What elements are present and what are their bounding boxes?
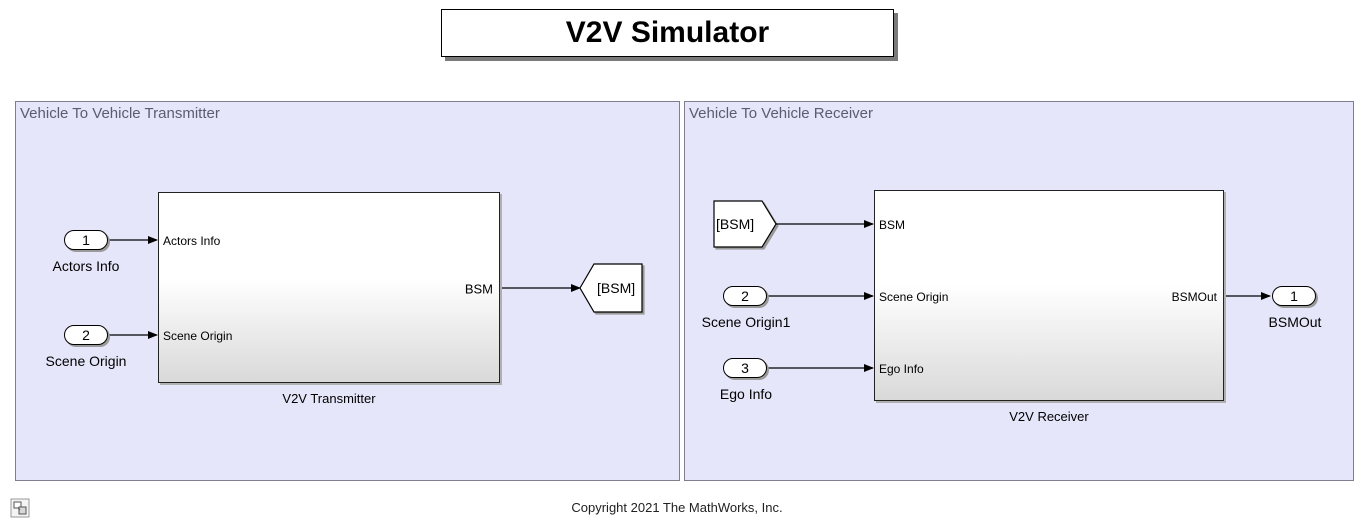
inport-label: Scene Origin1 [701,314,791,330]
outport-number: 1 [1290,288,1298,304]
v2v-receiver-block[interactable]: BSM Scene Origin Ego Info BSMOut [874,190,1224,401]
inport-label: Actors Info [52,258,120,274]
v2v-transmitter-name: V2V Transmitter [282,391,376,406]
inport-number: 1 [82,232,90,248]
inport-number: 3 [741,360,749,376]
copyright-text: Copyright 2021 The MathWorks, Inc. [571,500,783,515]
goto-tag-bsm [579,263,643,313]
inport-actors-info[interactable]: 1 [64,230,108,250]
inport-scene-origin1[interactable]: 2 [723,286,767,306]
port-bsm: BSM [464,281,493,297]
model-info-icon[interactable] [10,498,30,518]
port-ego-info: Ego Info [879,362,924,376]
port-scene-origin: Scene Origin [163,329,233,343]
inport-ego-info[interactable]: 3 [723,358,767,378]
model-title: V2V Simulator [441,9,894,57]
port-scene-origin: Scene Origin [879,290,949,304]
inport-number: 2 [741,288,749,304]
outport-bsmout[interactable]: 1 [1272,286,1316,306]
port-bsm: BSM [879,218,906,232]
inport-label: Scene Origin [45,353,127,369]
v2v-receiver-name: V2V Receiver [1009,409,1089,424]
outport-label: BSMOut [1268,314,1322,330]
from-tag-bsm [713,200,777,248]
inport-label: Ego Info [719,386,773,402]
port-bsmout: BSMOut [1171,290,1217,304]
v2v-transmitter-block[interactable]: Actors Info Scene Origin BSM [158,192,500,383]
port-actors-info: Actors Info [163,234,221,248]
goto-tag-label: [BSM] [597,280,636,296]
inport-number: 2 [82,327,90,343]
receiver-area-title: Vehicle To Vehicle Receiver [689,105,873,122]
from-tag-label: [BSM] [716,216,755,232]
transmitter-area-title: Vehicle To Vehicle Transmitter [20,105,220,122]
inport-scene-origin[interactable]: 2 [64,325,108,345]
